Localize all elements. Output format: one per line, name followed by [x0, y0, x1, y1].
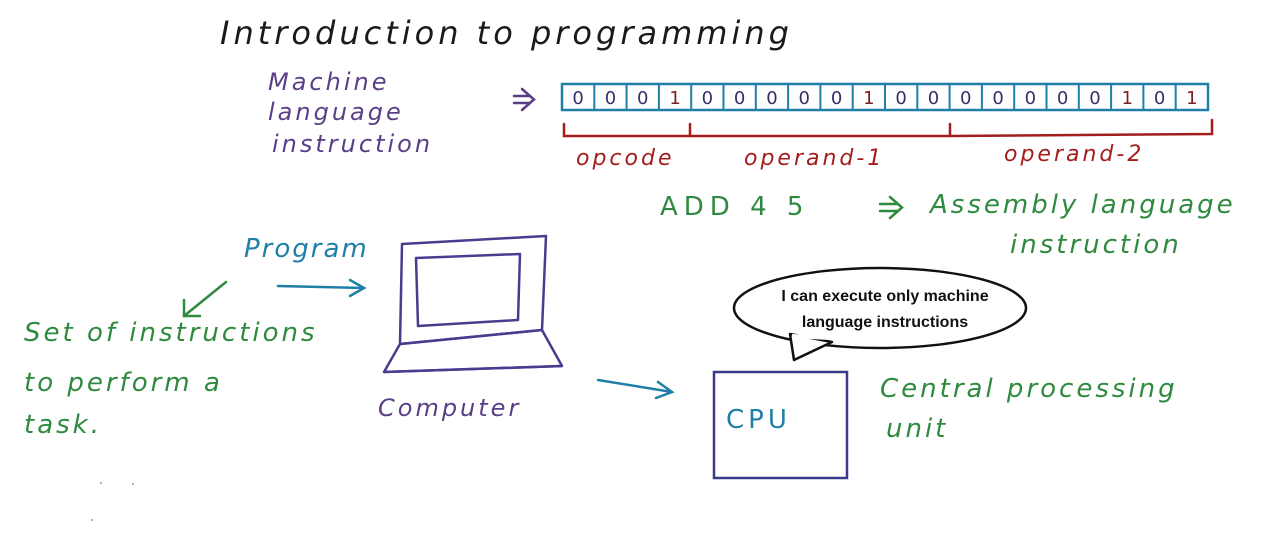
- bit-value: 0: [702, 88, 713, 109]
- assembly-label-line1: Assembly language: [930, 190, 1236, 220]
- machine-language-label-line1: Machine: [268, 68, 390, 96]
- bit-value: 0: [605, 88, 616, 109]
- operand1-label: operand-1: [744, 146, 885, 171]
- program-label: Program: [244, 234, 369, 264]
- speech-line2: language instructions: [801, 314, 969, 331]
- speech-line1: I can execute only machine: [781, 288, 989, 305]
- bit-value: 0: [1025, 88, 1036, 109]
- page-title: Introduction to programming: [220, 14, 793, 52]
- bit-value: 0: [895, 88, 906, 109]
- operand1-brace: [688, 122, 952, 138]
- bit-value: 0: [572, 88, 583, 109]
- speech-bubble-text: I can execute only machine language inst…: [744, 284, 1026, 336]
- assembly-double-arrow-icon: [878, 195, 904, 220]
- opcode-brace: [562, 122, 692, 138]
- bit-value: 1: [669, 88, 680, 109]
- computer-to-cpu-arrow-icon: [596, 378, 675, 400]
- double-arrow-icon: [512, 87, 536, 112]
- bit-value: 0: [1154, 88, 1165, 109]
- cpu-box: [712, 370, 849, 480]
- operand2-brace: [948, 118, 1214, 138]
- cpu-label: CPU: [726, 405, 791, 435]
- machine-language-label-line2: language: [268, 98, 404, 126]
- computer-icon: [382, 234, 564, 374]
- program-definition-line3: task.: [24, 410, 102, 440]
- program-arrow-icon: [182, 280, 228, 318]
- bit-value: 0: [960, 88, 971, 109]
- bit-value: 0: [766, 88, 777, 109]
- cpu-fullname-line1: Central processing: [880, 374, 1178, 404]
- bit-value: 1: [863, 88, 874, 109]
- program-definition-line2: to perform a: [24, 368, 223, 398]
- bit-value: 0: [1089, 88, 1100, 109]
- stray-marks: [91, 482, 134, 521]
- machine-language-label-line3: instruction: [272, 130, 434, 158]
- computer-label: Computer: [378, 394, 522, 422]
- bit-value: 1: [1186, 88, 1197, 109]
- bit-value: 0: [928, 88, 939, 109]
- speech-bubble: [732, 266, 1028, 362]
- bit-value: 0: [734, 88, 745, 109]
- opcode-label: opcode: [576, 146, 675, 171]
- bit-value: 0: [637, 88, 648, 109]
- program-to-computer-arrow-icon: [276, 278, 367, 298]
- bit-value: 0: [1057, 88, 1068, 109]
- assembly-instruction: ADD 4 5: [660, 192, 810, 222]
- operand2-label: operand-2: [1004, 142, 1145, 167]
- bit-value: 1: [1122, 88, 1133, 109]
- assembly-label-line2: instruction: [1010, 230, 1182, 260]
- bit-dividers: [593, 84, 1177, 110]
- bit-value: 0: [992, 88, 1003, 109]
- cpu-fullname-line2: unit: [886, 414, 949, 444]
- program-definition-line1: Set of instructions: [24, 318, 318, 348]
- bit-value: 0: [799, 88, 810, 109]
- bit-value: 0: [831, 88, 842, 109]
